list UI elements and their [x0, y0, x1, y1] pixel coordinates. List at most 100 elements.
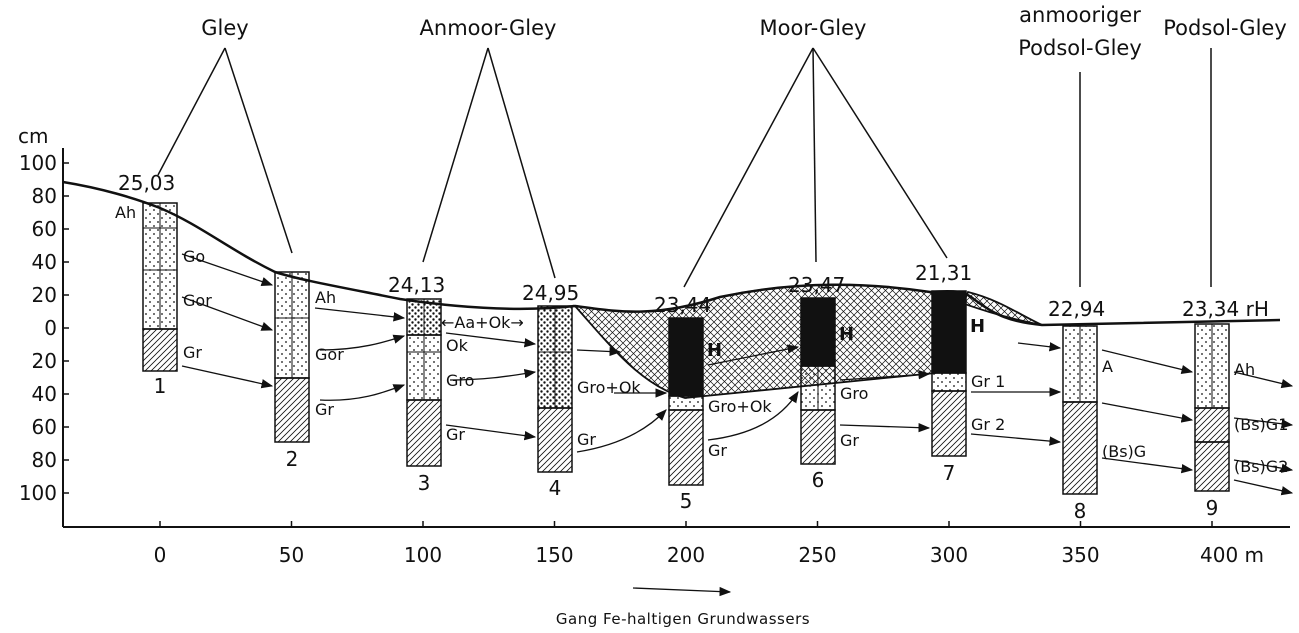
- flow-arrow: [839, 422, 931, 433]
- flow-arrow: [1233, 371, 1294, 389]
- soil-type-anmooriger-line2: Podsol-Gley: [1018, 36, 1142, 60]
- leader-anmoor-4: [487, 47, 556, 279]
- horizon-label-p7-gr1: Gr 1: [971, 372, 1005, 391]
- x-tick-label: 400 m: [1200, 543, 1264, 567]
- rh-value-3: 24,13: [388, 273, 445, 297]
- profile-column-5: [668, 317, 704, 486]
- profile-number-9: 9: [1206, 496, 1219, 520]
- flow-arrow: [319, 384, 406, 401]
- horizon-label-p1-gor: Gor: [183, 291, 212, 310]
- horizon-label-p2-ah: Ah: [315, 288, 336, 307]
- leader-gley-1: [157, 47, 226, 176]
- y-tick-label: 60: [32, 415, 57, 439]
- flow-arrow: [1017, 342, 1062, 352]
- horizon-label-p2-gor: Gor: [315, 345, 344, 364]
- profile-column-2: [274, 271, 310, 443]
- flow-arrow: [1101, 349, 1194, 375]
- profile-7-middle: [931, 372, 967, 392]
- rh-value-6: 23,47: [788, 273, 845, 297]
- soil-type-moor-gley: Moor-Gley: [760, 16, 867, 40]
- flow-arrow: [445, 332, 537, 348]
- profile-column-3: [406, 298, 442, 467]
- horizon-label-p7-gr2: Gr 2: [971, 415, 1005, 434]
- profile-5-peat: [668, 317, 704, 397]
- flow-arrow: [970, 433, 1062, 446]
- profile-1-lower: [142, 328, 178, 372]
- flow-arrow: [449, 368, 537, 381]
- caption-direction-arrow: [632, 586, 732, 597]
- profile-7-lower: [931, 390, 967, 457]
- y-tick-label: 60: [32, 217, 57, 241]
- caption-groundwater-flow: Gang Fe-haltigen Grundwassers: [556, 610, 810, 628]
- leader-lines: [157, 47, 1212, 288]
- horizon-label-p9-bsg2: (Bs)G2: [1234, 457, 1288, 476]
- horizon-label-p9-bsg1: (Bs)G1: [1234, 415, 1288, 434]
- rh-value-4: 24,95: [522, 281, 579, 305]
- y-tick-label: 20: [32, 283, 57, 307]
- flow-arrow: [839, 370, 931, 381]
- horizon-label-p3-aa-ok: ←Aa+Ok→: [441, 313, 524, 332]
- flow-arrow: [1233, 417, 1294, 429]
- x-tick-label: 200: [667, 543, 705, 567]
- profile-number-7: 7: [943, 461, 956, 485]
- x-tick-label: 100: [404, 543, 442, 567]
- profile-6-lower: [800, 409, 836, 465]
- horizon-label-p6-gro-ok: Gro+Ok: [708, 397, 772, 416]
- profile-8-lower: [1062, 401, 1098, 495]
- flow-arrow: [1233, 459, 1294, 473]
- y-tick-label: 100: [19, 481, 57, 505]
- horizon-label-p6-gro: Gro: [840, 384, 868, 403]
- profile-9-lower: [1194, 441, 1230, 492]
- profile-5-lower: [668, 409, 704, 486]
- rh-value-9: 23,34 rH: [1182, 297, 1269, 321]
- flow-arrow: [707, 391, 799, 441]
- y-tick-label: 80: [32, 448, 57, 472]
- x-tick-label: 300: [930, 543, 968, 567]
- flow-arrow: [445, 424, 537, 441]
- profile-9-middle: [1194, 407, 1230, 443]
- y-axis-unit: cm: [18, 124, 48, 148]
- soil-type-anmooriger-line1: anmooriger: [1019, 3, 1141, 27]
- profile-column-1: [142, 202, 178, 372]
- rh-value-5: 23,44: [654, 293, 711, 317]
- profile-column-4: [537, 305, 573, 473]
- soil-type-podsol-gley: Podsol-Gley: [1163, 16, 1287, 40]
- x-tick-label: 250: [798, 543, 836, 567]
- flow-arrow: [576, 346, 622, 357]
- profile-number-6: 6: [812, 468, 825, 492]
- leader-moor-7: [812, 47, 948, 259]
- leader-moor-5: [683, 47, 814, 288]
- profile-column-9: [1194, 323, 1230, 492]
- profile-column-6: [800, 297, 836, 465]
- y-tick-label: 100: [19, 151, 57, 175]
- horizon-label-p5-gr: Gr: [577, 430, 596, 449]
- horizon-label-p2-gr: Gr: [315, 400, 334, 419]
- horizon-label-p5-gro-ok: Gro+Ok: [577, 378, 641, 397]
- profile-2-lower: [274, 377, 310, 443]
- leader-anmoor-3: [422, 47, 489, 263]
- horizon-label-p8-a: A: [1102, 357, 1113, 376]
- leader-gley-2: [224, 47, 293, 254]
- flow-arrow: [181, 253, 274, 286]
- rh-value-8: 22,94: [1048, 297, 1105, 321]
- flow-arrow: [1101, 402, 1194, 423]
- profile-7-peat: [931, 290, 967, 374]
- rh-value-7: 21,31: [915, 261, 972, 285]
- profile-5-middle: [668, 395, 704, 411]
- flow-arrow: [1101, 457, 1194, 474]
- profile-column-7: [931, 290, 967, 457]
- x-tick-label: 150: [535, 543, 573, 567]
- leader-moor-6: [812, 47, 817, 263]
- horizon-label-p6-gr-left: Gr: [708, 441, 727, 460]
- horizon-label-p3-gro: Gro: [446, 371, 474, 390]
- x-tick-label: 0: [154, 543, 167, 567]
- y-tick-label: 20: [32, 349, 57, 373]
- profile-4-lower: [537, 407, 573, 473]
- soil-type-gley: Gley: [201, 16, 248, 40]
- profile-number-4: 4: [549, 476, 562, 500]
- profile-number-5: 5: [680, 489, 693, 513]
- horizon-label-p6-h: H: [839, 324, 854, 345]
- horizon-label-p1-gr: Gr: [183, 343, 202, 362]
